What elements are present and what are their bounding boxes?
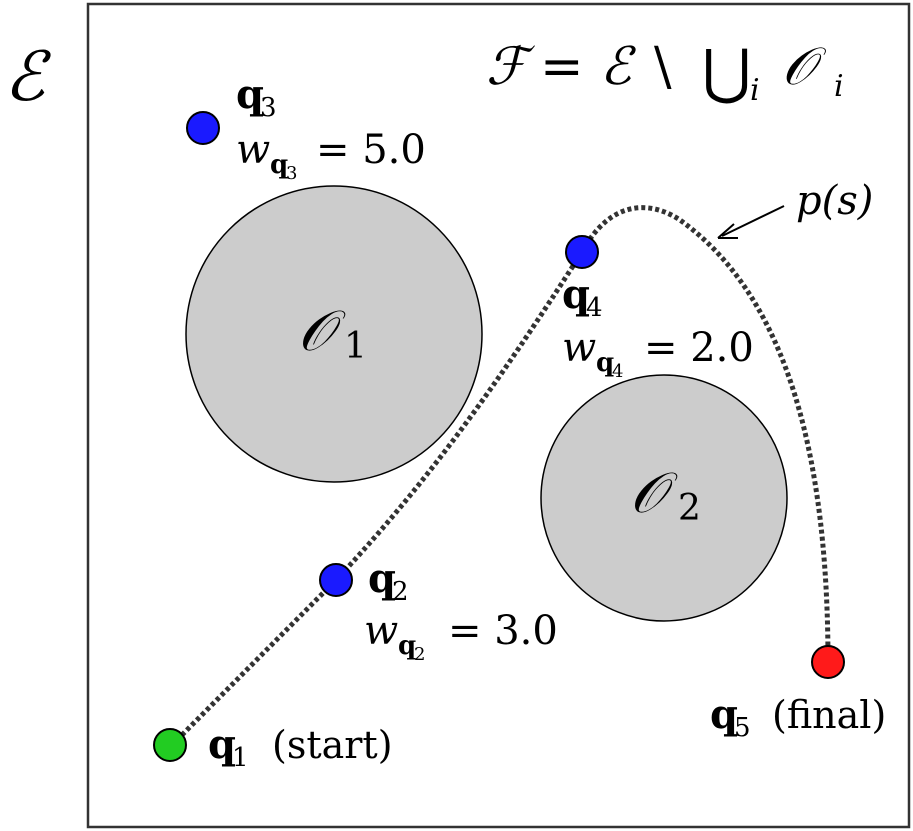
- waypoint-q5-index: 5: [734, 713, 751, 743]
- waypoint-q4-w: w: [562, 325, 596, 371]
- waypoint-q4-wsubidx: 4: [612, 361, 623, 382]
- waypoint-q2-index: 2: [392, 577, 409, 607]
- waypoint-q2-w: w: [364, 608, 398, 654]
- free-space-formula: ℱ = ℰ \ ⋃ i 𝒪 i: [486, 37, 844, 108]
- obstacle-2-index: 2: [678, 488, 701, 529]
- waypoint-q2-weight: = 3.0: [448, 608, 558, 654]
- trajectory-path: [170, 205, 831, 747]
- waypoint-q1-symbol: q: [208, 721, 236, 768]
- formula-bigcup: ⋃: [702, 37, 751, 107]
- obstacle-1: 𝒪 1: [185, 185, 483, 483]
- waypoint-q4-marker: [565, 235, 599, 269]
- waypoint-q4-symbol: q: [562, 271, 590, 318]
- waypoint-q3: q 3 w q 3 = 5.0: [186, 71, 426, 184]
- waypoint-q4-wsub: q: [596, 348, 614, 378]
- environment-label: ℰ: [4, 38, 52, 117]
- waypoint-q3-symbol: q: [236, 71, 264, 118]
- formula-setminus: \: [654, 37, 672, 97]
- waypoint-q5-note: (final): [772, 693, 886, 737]
- waypoint-q3-wsub: q: [270, 150, 288, 180]
- waypoint-q3-weight: = 5.0: [316, 127, 426, 173]
- formula-O: 𝒪: [782, 37, 827, 97]
- waypoint-q2-symbol: q: [368, 555, 396, 602]
- obstacle-2: 𝒪 2: [540, 374, 788, 622]
- obstacle-2-circle: [540, 374, 788, 622]
- waypoint-q5-symbol: q: [710, 691, 738, 738]
- waypoint-q3-wsubidx: 3: [286, 163, 297, 184]
- formula-F: ℱ: [486, 37, 535, 97]
- formula-sub-i: i: [750, 73, 760, 108]
- path-label: p(s): [796, 178, 873, 224]
- waypoint-q1-marker: [153, 728, 187, 762]
- formula-eq: =: [540, 37, 584, 97]
- environment-border: [86, 2, 911, 829]
- waypoint-q5-marker: [811, 645, 845, 679]
- waypoint-q2-marker: [319, 563, 353, 597]
- waypoint-q1-index: 1: [232, 743, 249, 773]
- waypoint-q1-note: (start): [272, 723, 393, 767]
- waypoint-q4: q 4 w q 4 = 2.0: [562, 235, 754, 382]
- obstacle-1-circle: [185, 185, 483, 483]
- waypoint-q3-index: 3: [260, 93, 277, 123]
- waypoint-q2-wsubidx: 2: [414, 644, 425, 665]
- waypoint-q2: q 2 w q 2 = 3.0: [319, 555, 558, 665]
- formula-sub-i2: i: [834, 69, 844, 104]
- formula-E: ℰ: [600, 37, 636, 97]
- waypoint-q3-marker: [186, 111, 220, 145]
- waypoint-q5: q 5 (final): [710, 645, 886, 743]
- path-arrow: [717, 205, 785, 239]
- waypoint-q1: q 1 (start): [153, 721, 393, 773]
- waypoint-q4-weight: = 2.0: [644, 325, 754, 371]
- waypoint-q2-wsub: q: [398, 631, 416, 661]
- obstacle-1-index: 1: [344, 326, 367, 367]
- waypoint-q4-index: 4: [586, 293, 603, 323]
- waypoint-q3-w: w: [236, 127, 270, 173]
